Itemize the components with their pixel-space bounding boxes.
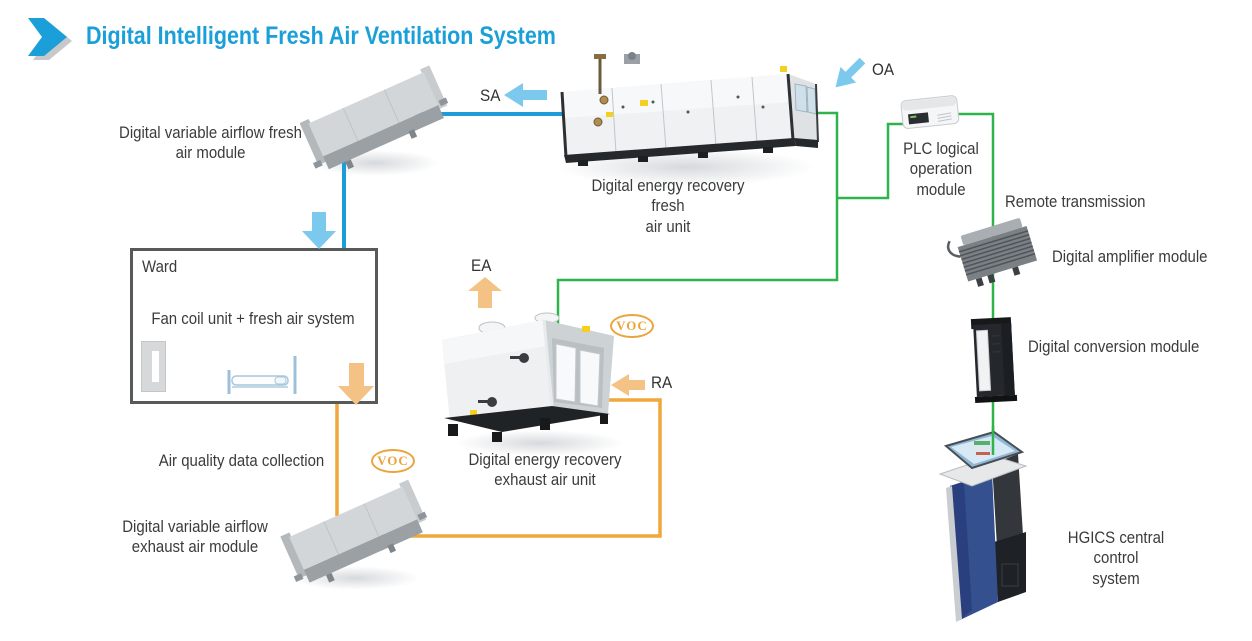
exhaust-air-module-image <box>280 479 428 583</box>
voc-badge-bottom: VOC <box>371 449 415 473</box>
fresh-air-module-label: Digital variable airflow fresh air modul… <box>119 123 302 163</box>
oa-label: OA <box>872 60 895 79</box>
ward-label: Ward <box>142 257 178 276</box>
bed-icon <box>227 356 297 394</box>
voc-badge-top: VOC <box>610 314 654 338</box>
exhaust-module-label: Digital variable airflow exhaust air mod… <box>122 517 268 557</box>
air-quality-label: Air quality data collection <box>158 451 325 470</box>
fresh-air-module-image <box>300 65 449 170</box>
exhaust-air-unit-image <box>442 312 614 442</box>
fresh-air-unit-label: Digital energy recovery fresh air unit <box>591 176 745 236</box>
plc-module-label: PLC logical operation module <box>903 139 979 199</box>
conversion-module-label: Digital conversion module <box>1028 337 1200 356</box>
hgics-kiosk-image <box>938 430 1028 622</box>
plc-module-image <box>900 95 960 129</box>
fresh-air-unit-image <box>560 52 819 166</box>
sa-arrow-icon <box>504 83 547 107</box>
amplifier-module-label: Digital amplifier module <box>1052 247 1208 266</box>
ea-arrow-icon <box>468 277 502 308</box>
oa-arrow-icon <box>835 57 866 88</box>
ra-label: RA <box>651 373 673 392</box>
plc-branch-line <box>837 122 905 200</box>
conversion-module-image <box>970 317 1018 404</box>
ea-label: EA <box>471 256 492 275</box>
exhaust-unit-label: Digital energy recovery exhaust air unit <box>468 450 622 490</box>
page-title: Digital Intelligent Fresh Air Ventilatio… <box>86 22 556 50</box>
section-marker-icon <box>28 18 72 60</box>
remote-transmission-label: Remote transmission <box>1005 192 1146 211</box>
supply-down-arrow-icon <box>302 212 336 249</box>
sa-label: SA <box>480 86 501 105</box>
amplifier-module-image <box>946 218 1038 287</box>
hgics-label: HGICS central control system <box>1067 528 1165 588</box>
door-icon <box>141 341 166 392</box>
fan-coil-label: Fan coil unit + fresh air system <box>151 309 355 328</box>
